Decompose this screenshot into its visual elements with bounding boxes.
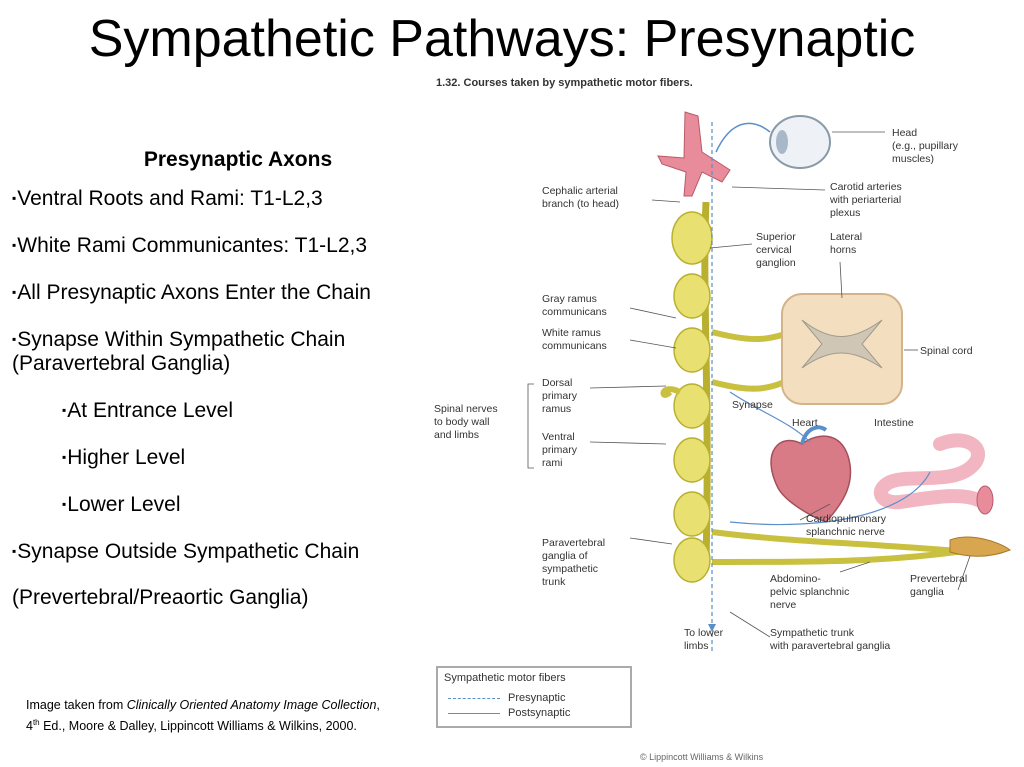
spinal-cord-illustration: [781, 293, 903, 405]
bullet-heading: Presynaptic Axons: [143, 148, 333, 171]
carotid-artery: [657, 111, 731, 197]
intestine-illustration: [873, 433, 985, 510]
legend-title: Sympathetic motor fibers: [444, 672, 566, 684]
bullet-item: ▪All Presynaptic Axons Enter the Chain: [12, 281, 371, 304]
bullet-subitem: ▪Lower Level: [62, 493, 181, 516]
image-credit: Image taken from Clinically Oriented Ana…: [26, 698, 380, 734]
source-title: Clinically Oriented Anatomy Image Collec…: [126, 698, 377, 712]
bullet-subitem: ▪Higher Level: [62, 446, 186, 469]
copyright-notice: © Lippincott Williams & Wilkins: [640, 752, 764, 762]
slide-title: Sympathetic Pathways: Presynaptic: [88, 10, 916, 68]
label-spinal-cord: Spinal cord: [920, 345, 973, 357]
label-intestine: Intestine: [874, 417, 914, 429]
bracket: [527, 383, 534, 469]
bullet-item: ▪Synapse Within Sympathetic Chain(Parave…: [12, 328, 346, 375]
bullet-item: ▪White Rami Communicantes: T1-L2,3: [12, 234, 368, 257]
solid-line-icon: [448, 712, 500, 714]
bullet-square-icon: ▪: [12, 191, 17, 205]
figure-title: 1.32. Courses taken by sympathetic motor…: [436, 77, 693, 89]
bullet-item: ▪Ventral Roots and Rami: T1-L2,3: [12, 187, 323, 210]
diagram-legend: Sympathetic motor fibers Presynaptic Pos…: [436, 666, 632, 728]
bullet-square-icon: ▪: [62, 403, 67, 417]
label-heart: Heart: [792, 417, 818, 429]
postsynaptic-fiber: [715, 122, 771, 153]
bullet-square-icon: ▪: [12, 285, 17, 299]
bullet-item: (Prevertebral/Preaortic Ganglia): [12, 586, 309, 609]
paravertebral-ganglia: [671, 211, 713, 583]
bullet-square-icon: ▪: [62, 497, 67, 511]
heart-illustration: [770, 425, 852, 523]
prevertebral-ganglion: [949, 536, 1011, 557]
label-synapse: Synapse: [732, 399, 773, 411]
eye-illustration: [769, 115, 831, 169]
bullet-square-icon: ▪: [62, 450, 67, 464]
bullet-list: Presynaptic Axons ▪Ventral Roots and Ram…: [12, 148, 462, 632]
legend-postsynaptic: Postsynaptic: [448, 707, 570, 719]
bullet-item: ▪Synapse Outside Sympathetic Chain: [12, 540, 360, 563]
bullet-square-icon: ▪: [12, 544, 17, 558]
arrow-icon: [708, 624, 716, 632]
dashed-line-icon: [448, 697, 500, 699]
legend-presynaptic: Presynaptic: [448, 692, 565, 704]
bullet-square-icon: ▪: [12, 238, 17, 252]
bullet-square-icon: ▪: [12, 332, 17, 346]
bullet-subitem: ▪At Entrance Level: [62, 399, 234, 422]
